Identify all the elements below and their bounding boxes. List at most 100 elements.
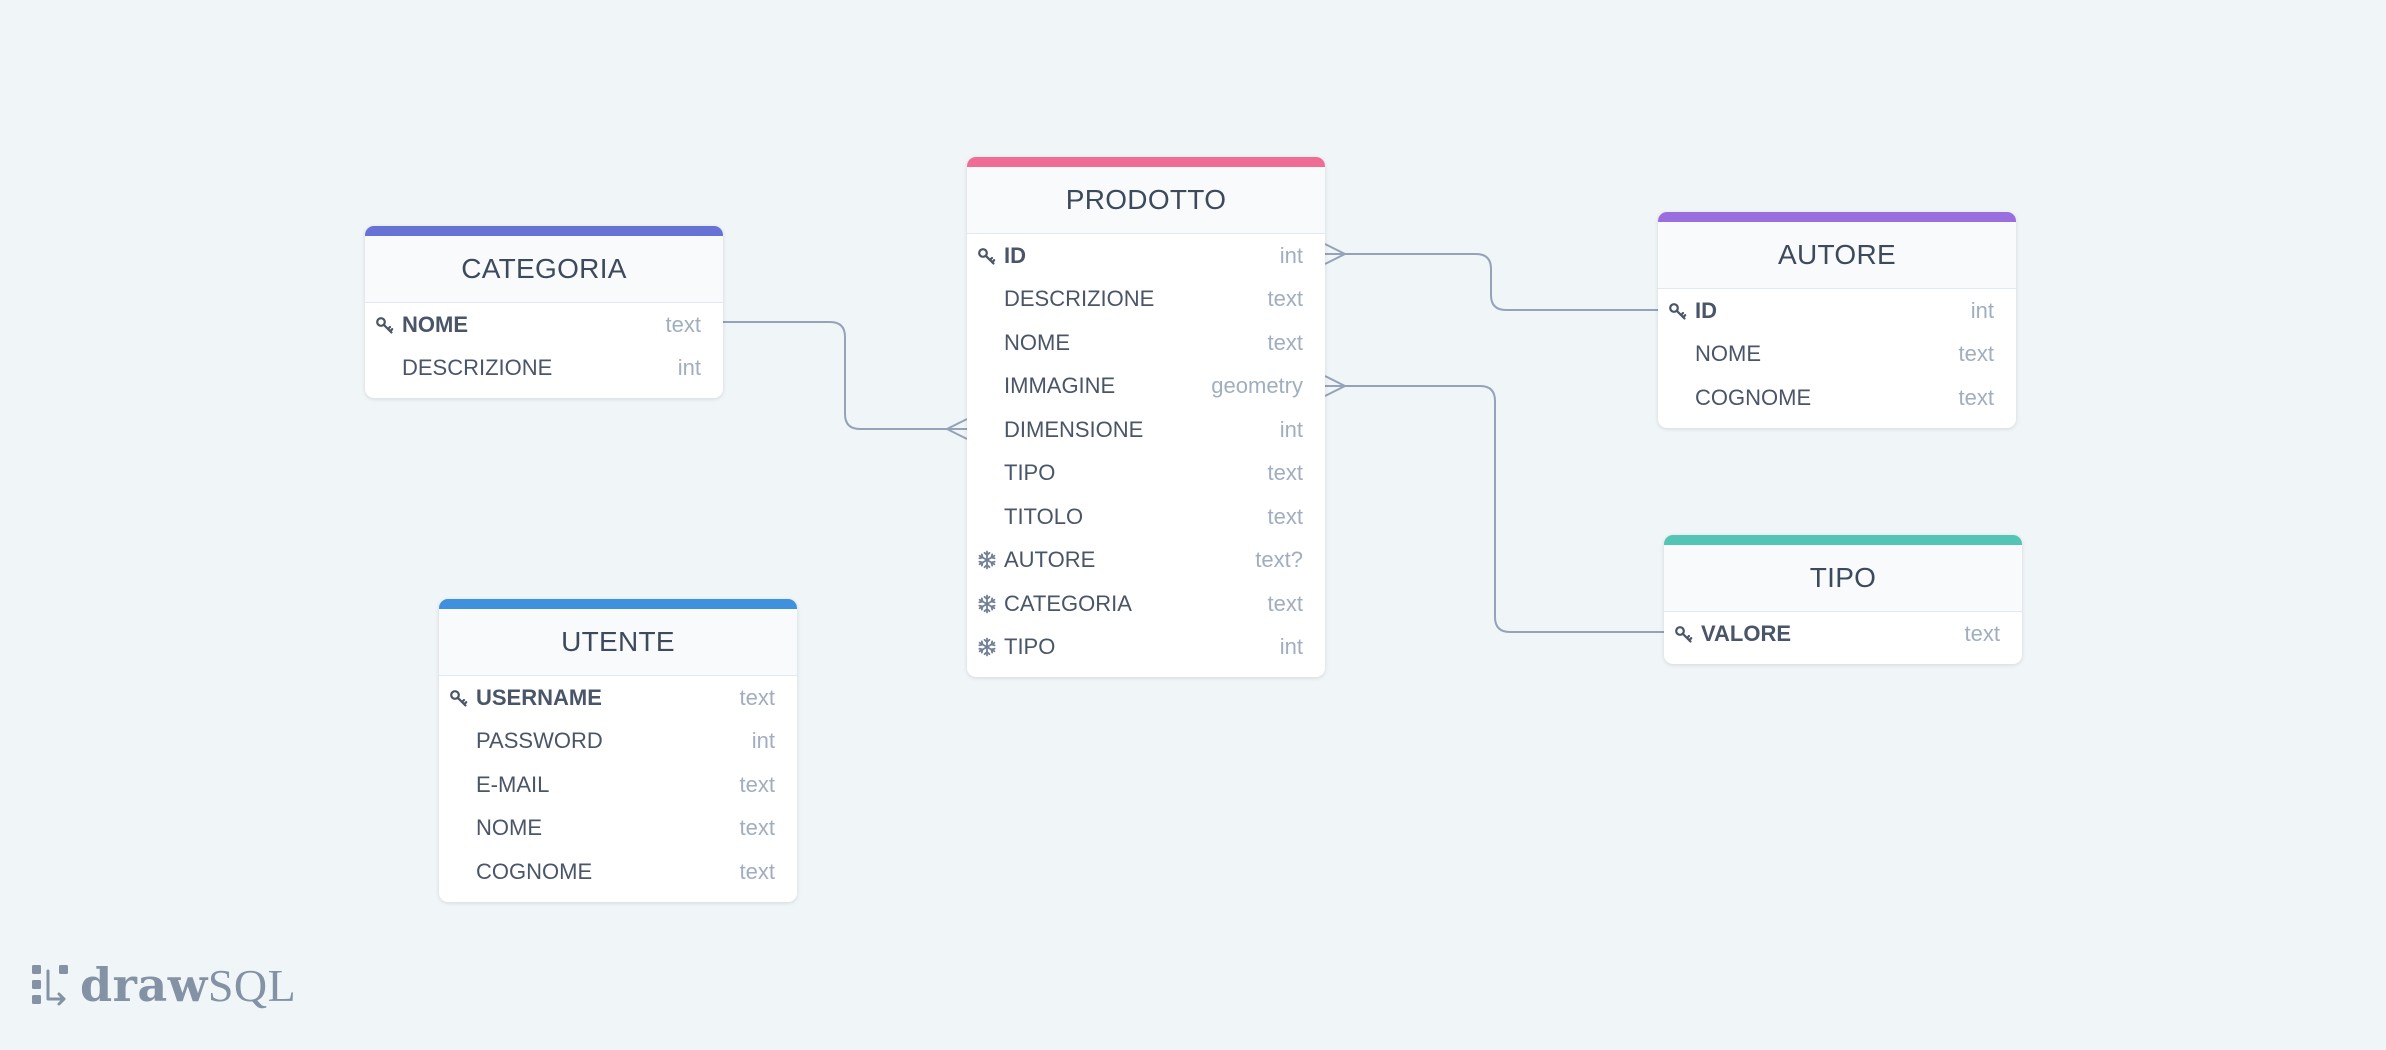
table-title: PRODOTTO (967, 167, 1325, 234)
table-tipo[interactable]: TIPO VALORE text (1664, 535, 2022, 664)
primary-key-icon (448, 687, 470, 709)
column-type: text (1964, 620, 2000, 646)
column-row-autore[interactable]: AUTORE text? (967, 539, 1325, 583)
crowfoot-autore-prodotto (1324, 243, 1346, 265)
column-type: text (1267, 460, 1303, 486)
column-name: NOME (1695, 341, 1761, 367)
table-title: CATEGORIA (365, 236, 723, 303)
column-type: text (1267, 590, 1303, 616)
column-name: DESCRIZIONE (402, 355, 553, 381)
table-color-bar (1658, 212, 2016, 222)
column-list: VALORE text (1664, 612, 2022, 656)
column-row-dimensione[interactable]: DIMENSIONE int (967, 408, 1325, 452)
column-row-valore[interactable]: VALORE text (1664, 612, 2022, 656)
column-row-immagine[interactable]: IMMAGINE geometry (967, 365, 1325, 409)
crowfoot-tipo-prodotto (1324, 375, 1346, 397)
column-name: ID (1004, 242, 1026, 268)
column-type: geometry (1211, 373, 1303, 399)
primary-key-icon (374, 314, 396, 336)
column-row-titolo[interactable]: TITOLO text (967, 495, 1325, 539)
column-type: int (1279, 416, 1303, 442)
column-row-id[interactable]: ID int (1658, 289, 2016, 333)
primary-key-icon (976, 245, 998, 267)
column-type: text? (1255, 547, 1303, 573)
column-type: text (1267, 329, 1303, 355)
column-name: CATEGORIA (1004, 590, 1132, 616)
column-row-nome[interactable]: NOME text (365, 303, 723, 347)
primary-key-icon (1673, 623, 1695, 645)
drawsql-wordmark: drawSQL (80, 958, 296, 1012)
column-type: text (1267, 503, 1303, 529)
column-name: DESCRIZIONE (1004, 286, 1155, 312)
column-name: VALORE (1701, 620, 1792, 646)
column-name: COGNOME (476, 858, 593, 884)
column-type: int (751, 728, 775, 754)
column-type: text (1267, 286, 1303, 312)
relation-autore-prodotto[interactable] (1325, 253, 1658, 311)
column-name: TITOLO (1004, 503, 1084, 529)
table-title: AUTORE (1658, 222, 2016, 289)
column-name: TIPO (1004, 634, 1056, 660)
column-name: USERNAME (476, 684, 602, 710)
column-name: COGNOME (1695, 384, 1812, 410)
logo-text-sql: SQL (207, 960, 297, 1011)
foreign-key-icon (976, 549, 998, 571)
column-name: ID (1695, 297, 1717, 323)
column-row-username[interactable]: USERNAME text (439, 676, 797, 720)
column-row-tipo[interactable]: TIPO int (967, 626, 1325, 670)
table-color-bar (967, 157, 1325, 167)
column-row-nome[interactable]: NOME text (1658, 333, 2016, 377)
column-type: text (739, 684, 775, 710)
column-row-nome[interactable]: NOME text (439, 807, 797, 851)
crowfoot-categoria-prodotto (946, 418, 968, 440)
column-row-descrizione[interactable]: DESCRIZIONE text (967, 278, 1325, 322)
column-row-descrizione[interactable]: DESCRIZIONE int (365, 347, 723, 391)
drawsql-logo-icon (32, 965, 68, 1006)
relation-tipo-prodotto[interactable] (1325, 385, 1664, 633)
column-name: NOME (1004, 329, 1070, 355)
table-title: UTENTE (439, 609, 797, 676)
column-type: text (1958, 341, 1994, 367)
column-row-nome[interactable]: NOME text (967, 321, 1325, 365)
column-name: IMMAGINE (1004, 373, 1116, 399)
column-type: text (665, 311, 701, 337)
table-color-bar (439, 599, 797, 609)
column-type: int (677, 355, 701, 381)
table-color-bar (1664, 535, 2022, 545)
column-row-password[interactable]: PASSWORD int (439, 720, 797, 764)
foreign-key-icon (976, 593, 998, 615)
logo-text-draw: draw (80, 958, 208, 1012)
column-type: text (739, 815, 775, 841)
drawsql-logo[interactable]: drawSQL (30, 958, 296, 1012)
column-type: text (739, 771, 775, 797)
column-name: AUTORE (1004, 547, 1096, 573)
column-row-tipo[interactable]: TIPO text (967, 452, 1325, 496)
column-type: int (1279, 634, 1303, 660)
column-row-categoria[interactable]: CATEGORIA text (967, 582, 1325, 626)
column-name: TIPO (1004, 460, 1056, 486)
table-color-bar (365, 226, 723, 236)
foreign-key-icon (976, 636, 998, 658)
table-title: TIPO (1664, 545, 2022, 612)
column-name: DIMENSIONE (1004, 416, 1144, 442)
relation-categoria-prodotto[interactable] (723, 321, 967, 430)
column-type: text (739, 858, 775, 884)
column-row-cognome[interactable]: COGNOME text (439, 850, 797, 894)
column-type: int (1970, 297, 1994, 323)
primary-key-icon (1667, 300, 1689, 322)
column-type: text (1958, 384, 1994, 410)
column-name: PASSWORD (476, 728, 603, 754)
column-name: NOME (476, 815, 542, 841)
column-name: NOME (402, 311, 468, 337)
column-row-cognome[interactable]: COGNOME text (1658, 376, 2016, 420)
